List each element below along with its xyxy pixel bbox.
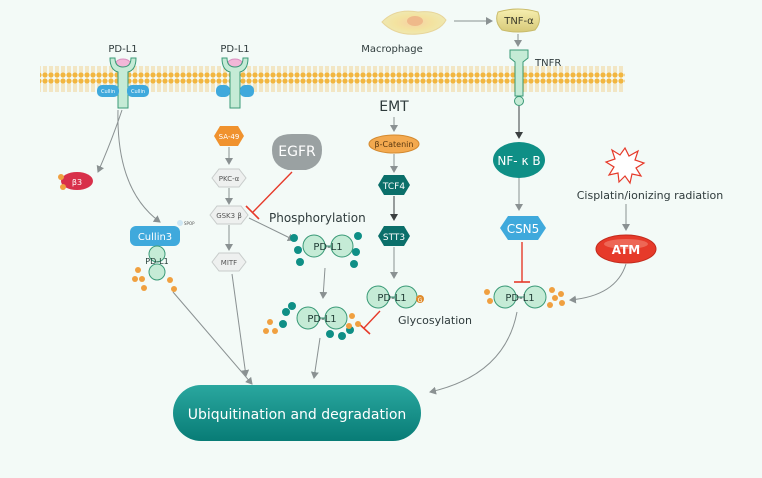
- svg-text:G: G: [418, 297, 423, 304]
- svg-text:Cullin: Cullin: [131, 89, 145, 95]
- cisplatin-label: Cisplatin/ionizing radiation: [577, 189, 724, 202]
- macrophage: Macrophage: [361, 10, 447, 55]
- svg-text:PD-L1: PD-L1: [307, 314, 336, 325]
- emt-label: EMT: [379, 99, 409, 115]
- mitf-node: MITF: [211, 252, 247, 272]
- ubiquitination-label: Ubiquitination and degradation: [188, 407, 407, 423]
- radiation-burst-icon: [604, 146, 646, 185]
- pdl1-receptor-mid: PD-L1: [216, 44, 254, 109]
- cullin-b: [127, 85, 149, 97]
- cullin-a: [97, 85, 119, 97]
- svg-text:SA-49: SA-49: [219, 133, 240, 141]
- nfkb-label: NF- κ B: [497, 154, 540, 168]
- pdl1-csn5: PD-L1: [484, 285, 565, 309]
- csn5-label: CSN5: [507, 222, 540, 236]
- tcf4-node: TCF4: [378, 175, 410, 195]
- svg-text:β-Catenin: β-Catenin: [375, 140, 414, 149]
- sa49-node: SA-49: [214, 126, 244, 146]
- macrophage-label: Macrophage: [361, 44, 423, 55]
- svg-text:PD-L1: PD-L1: [313, 242, 342, 253]
- pdl1-left-label: PD-L1: [108, 44, 137, 55]
- inhibit-glyco: [363, 310, 381, 329]
- glycosylation-label: Glycosylation: [398, 314, 472, 327]
- stt3-node: STT3: [378, 226, 410, 246]
- svg-text:STT3: STT3: [383, 233, 405, 243]
- svg-text:PKC-α: PKC-α: [219, 175, 240, 183]
- tnfr-label: TNFR: [534, 58, 561, 69]
- nfkb-node: NF- κ B: [493, 142, 545, 178]
- pdl1-receptor-left: PD-L1 Cullin Cullin: [97, 44, 149, 109]
- svg-text:β3: β3: [72, 178, 82, 187]
- pdl1-phosphorylated: PD-L1: [290, 232, 362, 268]
- svg-text:SPOP: SPOP: [184, 221, 195, 226]
- svg-text:TCF4: TCF4: [382, 182, 405, 192]
- cullin3-label: Cullin3: [138, 232, 172, 243]
- inhibit-egfr: [252, 171, 293, 213]
- tnfr-receptor: TNFR: [509, 49, 561, 106]
- svg-text:Cullin: Cullin: [101, 89, 115, 95]
- beta-catenin-node: β-Catenin: [368, 134, 420, 154]
- gsk3b-node: GSK3 β: [209, 205, 249, 225]
- svg-text:PD-L1: PD-L1: [145, 257, 168, 266]
- phosphorylation-label: Phosphorylation: [269, 211, 366, 225]
- cullin3-complex: Cullin3 SPOP PD-L1: [130, 220, 195, 292]
- atm-label: ATM: [612, 243, 640, 257]
- tnf-label: TNF-α: [503, 16, 534, 27]
- ubiquitination-box: Ubiquitination and degradation: [173, 385, 421, 441]
- tnf-alpha: TNF-α: [496, 8, 540, 33]
- svg-text:GSK3 β: GSK3 β: [216, 212, 242, 220]
- atm-node: ATM: [595, 234, 657, 264]
- svg-text:PD-L1: PD-L1: [377, 293, 406, 304]
- csn5-node: CSN5: [500, 216, 546, 240]
- beta3-node: β3: [58, 172, 93, 190]
- pdl1-glycosylated: PD-L1 G: [366, 285, 424, 309]
- svg-text:MITF: MITF: [221, 259, 237, 267]
- pdl1-csn5-label: PD-L1: [505, 293, 534, 304]
- pkc-node: PKC-α: [211, 168, 247, 188]
- pdl1-mid-label: PD-L1: [220, 44, 249, 55]
- pdl1-phos-ub: PD-L1: [263, 302, 361, 340]
- egfr-node: EGFR: [272, 134, 322, 170]
- egfr-label: EGFR: [278, 144, 316, 160]
